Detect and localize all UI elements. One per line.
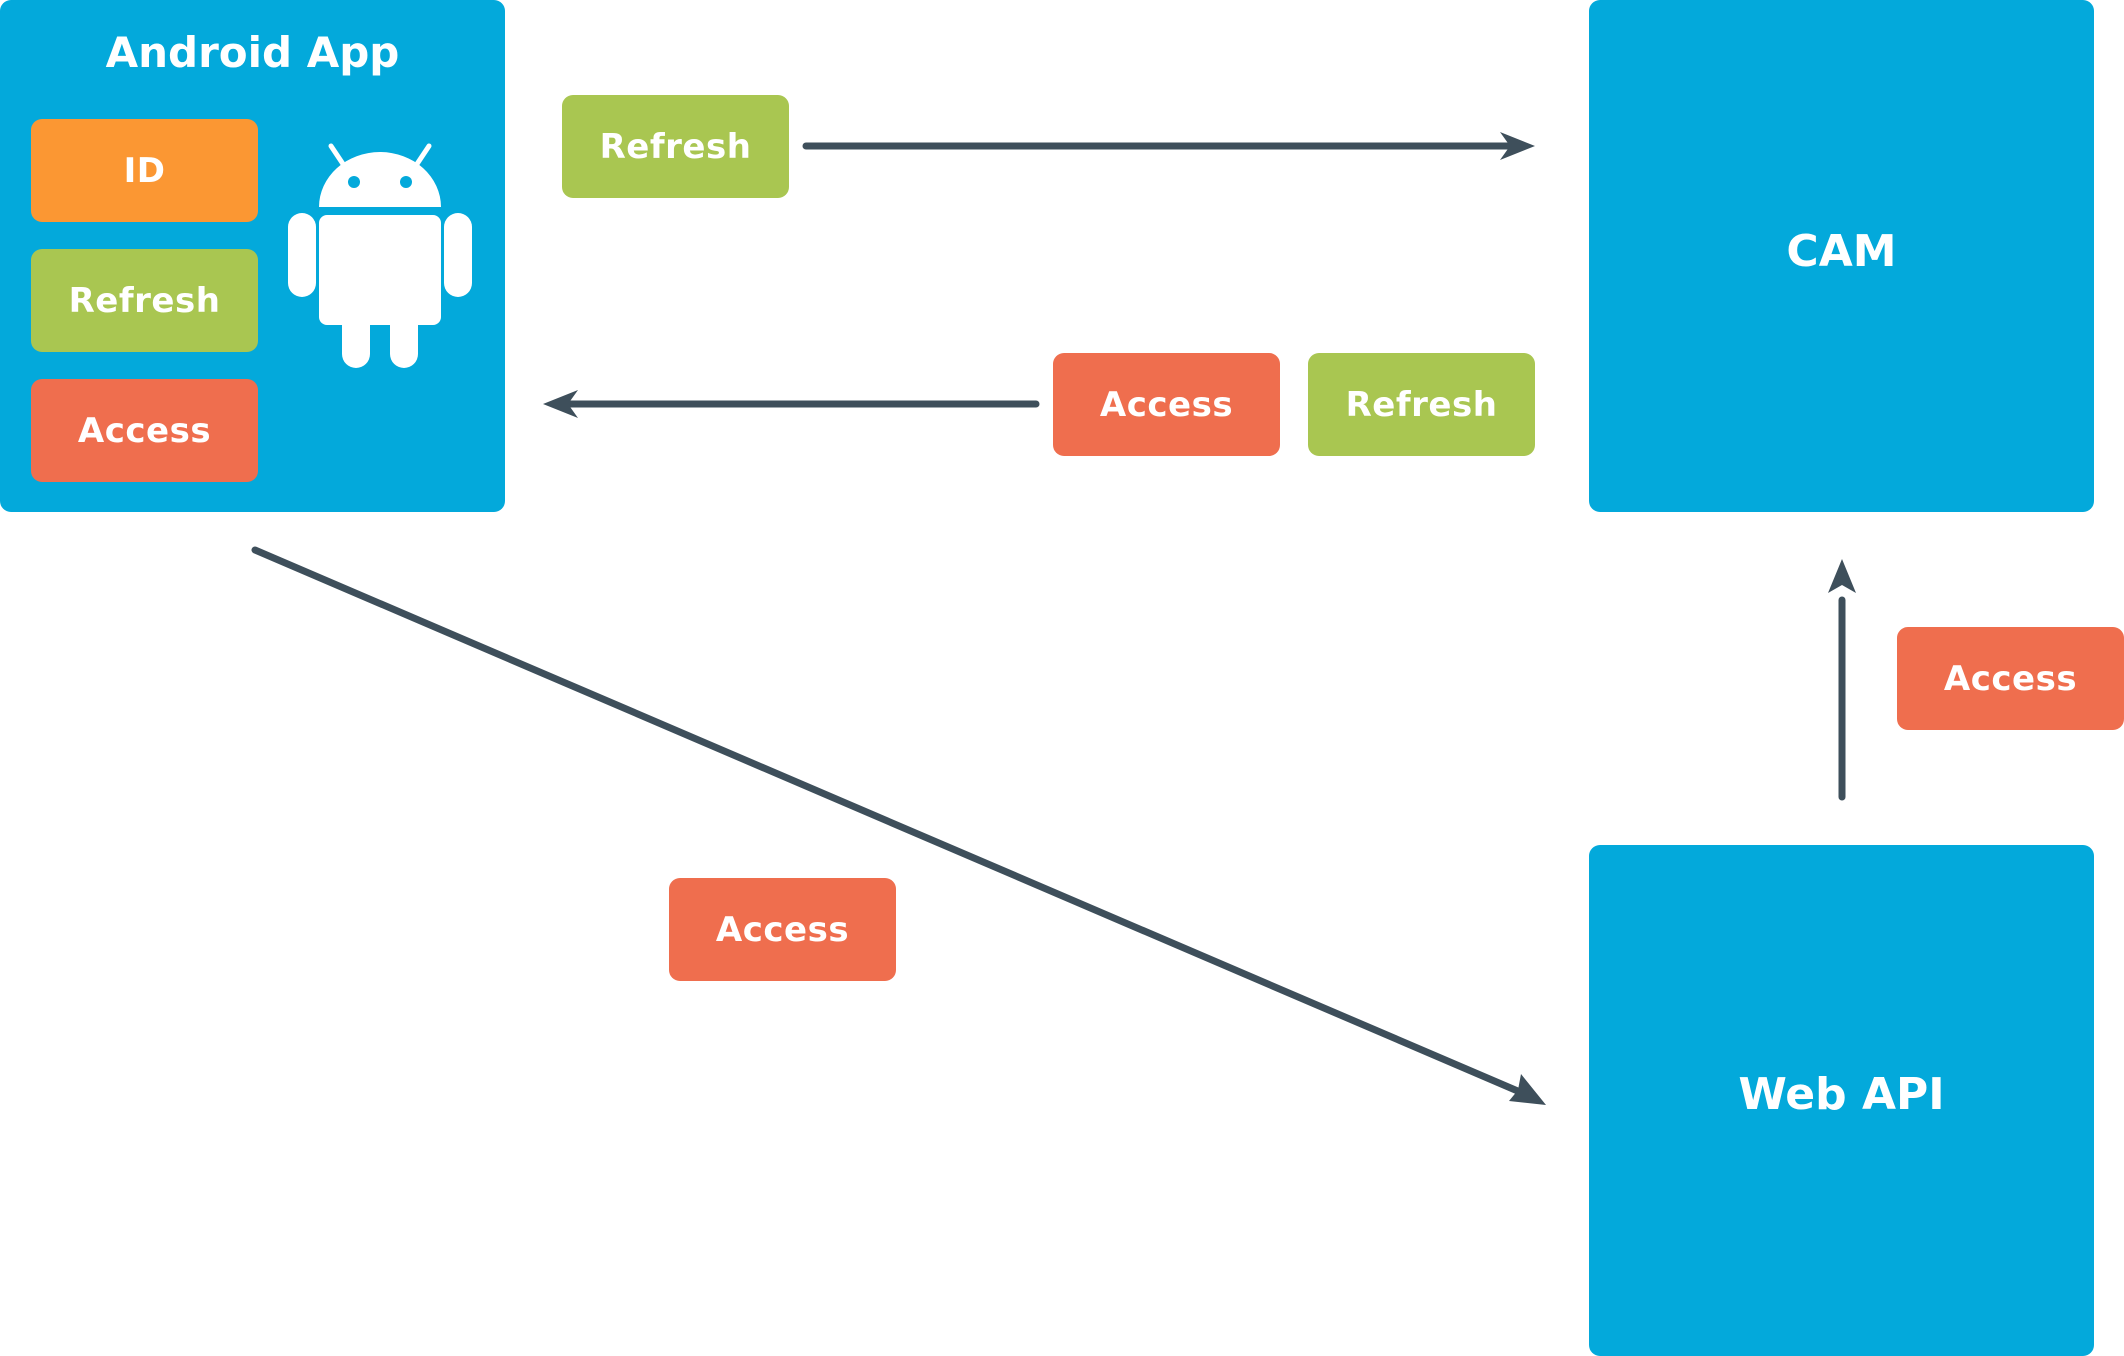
arrowhead-cam-up <box>1828 559 1856 593</box>
cam-title: CAM <box>1786 226 1897 277</box>
id-token: ID <box>31 119 258 222</box>
cam-node: CAM <box>1589 0 2094 512</box>
arrowhead-cam <box>1500 132 1535 160</box>
flow-access-token-web-api-to-cam: Access <box>1897 627 2124 730</box>
arrow-app-to-web-api <box>251 546 1524 1096</box>
refresh-token: Refresh <box>31 249 258 352</box>
arrowhead-app <box>543 390 578 418</box>
access-token: Access <box>31 379 258 482</box>
flow-refresh-token-from-cam: Refresh <box>1308 353 1535 456</box>
web-api-node: Web API <box>1589 845 2094 1356</box>
android-app-title: Android App <box>105 28 400 77</box>
flow-refresh-token-to-cam: Refresh <box>562 95 789 198</box>
arrowhead-web-api <box>1509 1074 1546 1105</box>
flow-access-token-to-web-api: Access <box>669 878 896 981</box>
web-api-title: Web API <box>1738 1069 1945 1120</box>
flow-access-token-from-cam: Access <box>1053 353 1280 456</box>
android-robot-icon <box>288 143 472 368</box>
